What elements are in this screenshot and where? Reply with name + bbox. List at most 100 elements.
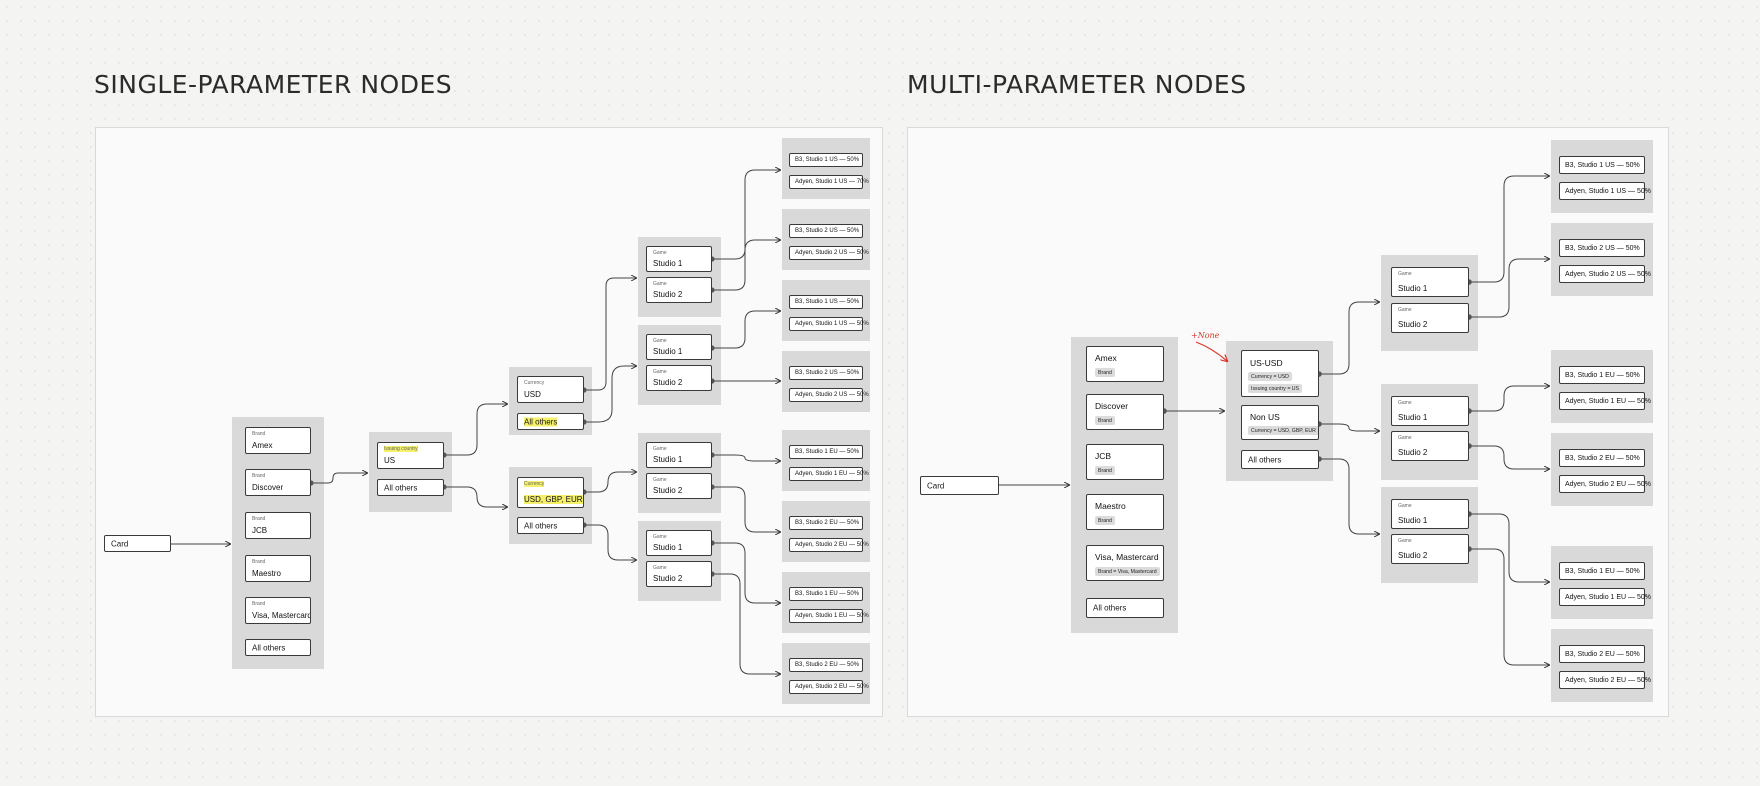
leaf-node[interactable]: B3, Studio 1 US — 50% [789, 153, 863, 167]
condition-tag: Issuing country = US [1248, 384, 1303, 393]
leaf-node[interactable]: B3, Studio 2 US — 50% [789, 366, 863, 380]
param-label: Game [1398, 271, 1412, 277]
brand-node-all-others[interactable]: All others [1086, 598, 1164, 618]
card-label: Card [927, 481, 945, 490]
leaf-node[interactable]: B3, Studio 1 EU — 50% [1559, 366, 1645, 384]
leaf-node[interactable]: B3, Studio 2 EU — 50% [1559, 645, 1645, 663]
param-label: Currency [524, 481, 545, 487]
country-node-all-others[interactable]: All others [377, 479, 444, 496]
leaf-group-6 [1551, 629, 1653, 702]
leaf-group-3 [1551, 350, 1653, 423]
leaf-node[interactable]: Adyen, Studio 1 EU — 50% [789, 609, 869, 623]
leaf-node[interactable]: Adyen, Studio 2 US — 50% [789, 246, 869, 260]
param-label: Brand [252, 601, 266, 607]
node-value: US [384, 456, 396, 465]
node-value: Visa, Mastercard [252, 611, 311, 620]
node-all-others[interactable]: All others [1241, 450, 1319, 469]
card-label: Card [111, 539, 129, 548]
condition-tag: Currency = USD [1248, 372, 1292, 381]
leaf-group-2 [1551, 223, 1653, 296]
heading-multi-parameter: MULTI-PARAMETER NODES [907, 70, 1247, 99]
leaf-node[interactable]: Adyen, Studio 1 US — 50% [1559, 182, 1651, 200]
leaf-node[interactable]: B3, Studio 2 EU — 50% [789, 658, 863, 672]
card-node[interactable]: Card [920, 476, 999, 495]
currency-node-all-others-b[interactable]: All others [517, 517, 584, 534]
node-value: Maestro [1095, 501, 1126, 511]
leaf-node[interactable]: B3, Studio 1 US — 50% [1559, 156, 1645, 174]
annotation-note: +None [1191, 331, 1220, 340]
param-label: Game [1398, 503, 1412, 509]
leaf-node[interactable]: Adyen, Studio 2 US — 50% [789, 388, 869, 402]
single-parameter-panel [95, 127, 883, 717]
leaf-node[interactable]: Adyen, Studio 2 EU — 50% [789, 680, 869, 694]
leaf-group-4 [1551, 433, 1653, 506]
leaf-node[interactable]: B3, Studio 2 EU — 50% [789, 516, 863, 530]
leaf-node[interactable]: B3, Studio 2 US — 50% [789, 224, 863, 238]
leaf-node[interactable]: Adyen, Studio 1 EU — 50% [789, 467, 869, 481]
param-label: Game [1398, 307, 1412, 313]
node-value: Studio 2 [653, 378, 683, 387]
node-value: Studio 1 [1398, 516, 1428, 525]
leaf-node[interactable]: Adyen, Studio 1 EU — 50% [1559, 588, 1651, 606]
node-value: JCB [252, 526, 268, 535]
node-value: Studio 2 [1398, 320, 1428, 329]
node-value: Studio 1 [653, 347, 683, 356]
leaf-node[interactable]: B3, Studio 2 US — 50% [1559, 239, 1645, 257]
node-value: All others [1093, 603, 1127, 613]
node-value: Studio 1 [653, 455, 683, 464]
condition-tag: Brand [1095, 516, 1115, 525]
leaf-node[interactable]: Adyen, Studio 2 EU — 50% [1559, 475, 1651, 493]
leaf-node[interactable]: Adyen, Studio 2 EU — 50% [1559, 671, 1651, 689]
leaf-node[interactable]: Adyen, Studio 1 EU — 50% [1559, 392, 1651, 410]
card-node[interactable]: Card [104, 535, 171, 552]
brand-node-all-others[interactable]: All others [245, 639, 311, 656]
currency-node-all-others-a[interactable]: All others [517, 413, 584, 430]
heading-single-parameter: SINGLE-PARAMETER NODES [94, 70, 453, 99]
node-value: All others [252, 643, 286, 652]
leaf-node[interactable]: B3, Studio 1 US — 50% [789, 295, 863, 309]
param-label: Brand [252, 473, 266, 479]
param-label: Brand [252, 516, 266, 522]
leaf-node[interactable]: Adyen, Studio 2 US — 50% [1559, 265, 1651, 283]
param-label: Game [653, 250, 667, 256]
leaf-node[interactable]: Adyen, Studio 1 US — 50% [789, 317, 869, 331]
leaf-node[interactable]: B3, Studio 1 EU — 50% [1559, 562, 1645, 580]
leaf-node[interactable]: B3, Studio 1 EU — 50% [789, 445, 863, 459]
leaf-node[interactable]: Adyen, Studio 2 EU — 50% [789, 538, 869, 552]
node-value: USD [524, 390, 541, 399]
node-value: Non US [1250, 412, 1280, 422]
leaf-node[interactable]: Adyen, Studio 1 US — 70% [789, 175, 869, 189]
leaf-node[interactable]: B3, Studio 2 EU — 50% [1559, 449, 1645, 467]
leaf-node[interactable]: B3, Studio 1 EU — 50% [789, 587, 863, 601]
